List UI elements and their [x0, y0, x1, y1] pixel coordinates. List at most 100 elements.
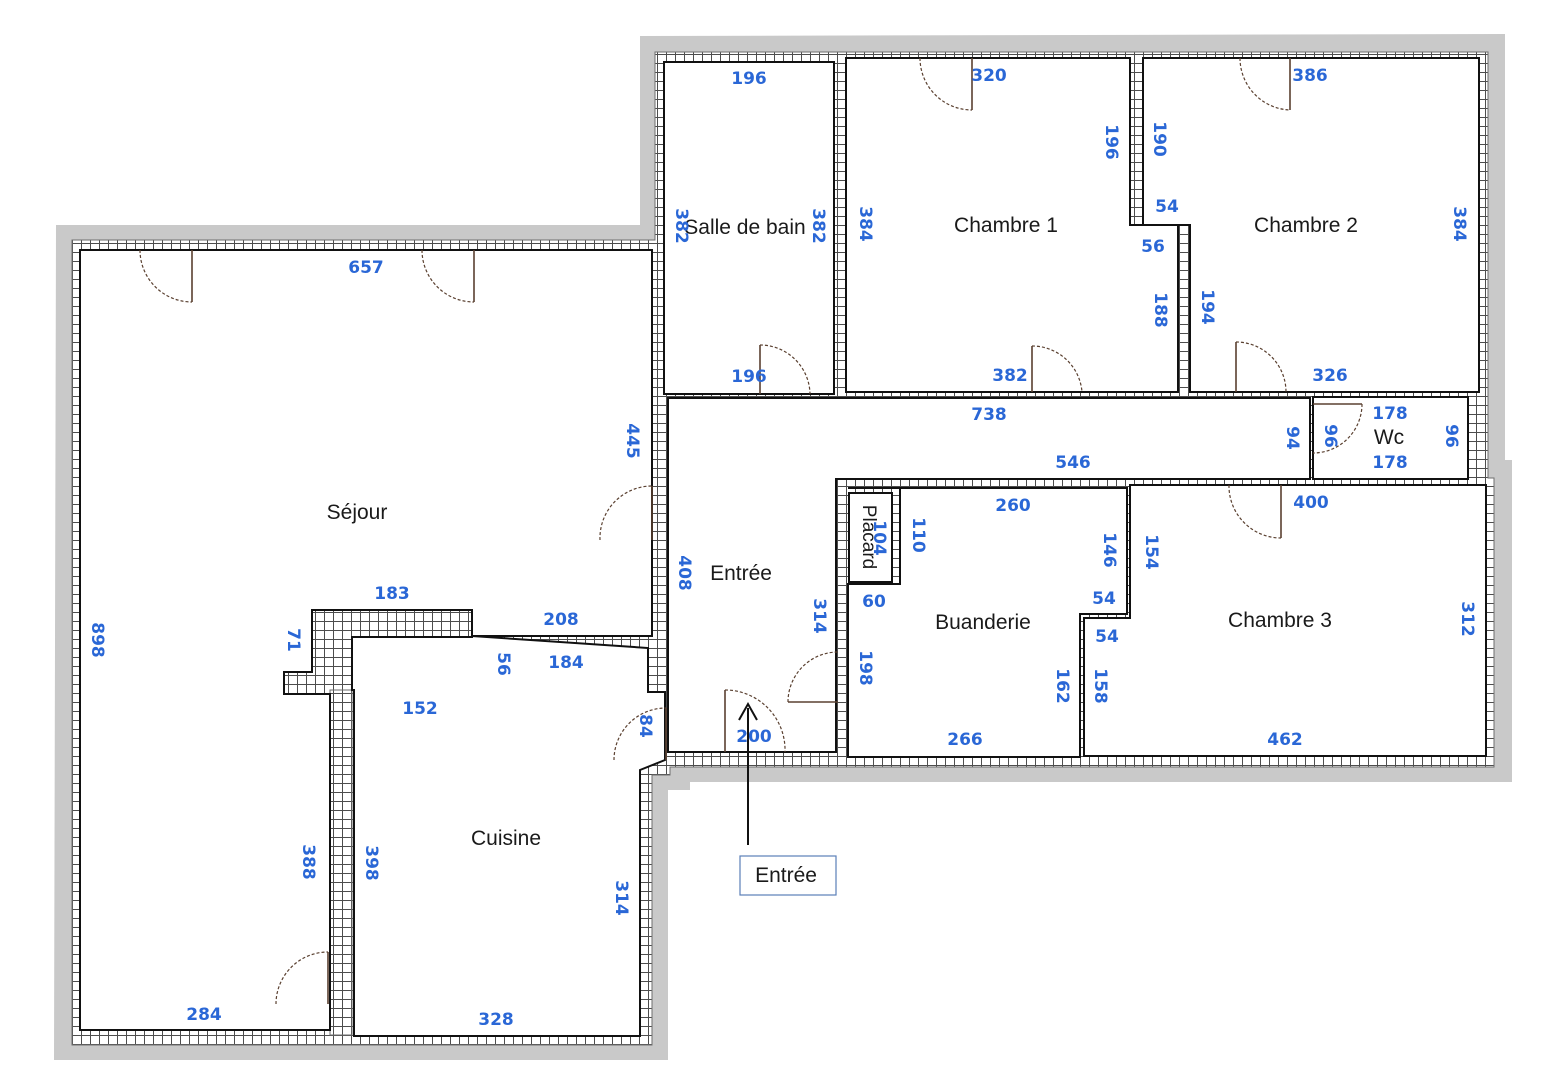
- doors: [139, 57, 1363, 1005]
- label-sejour: Séjour: [327, 501, 388, 524]
- dim-entree-bottom: 200: [736, 727, 772, 747]
- room-labels: Séjour Cuisine Entrée Salle de bain Cham…: [327, 214, 1405, 850]
- room-chambre-3: [1083, 484, 1487, 757]
- dim-buand-right: 162: [1052, 668, 1072, 704]
- door-sejour-1: [139, 249, 193, 303]
- dim-buand-top: 260: [995, 496, 1031, 516]
- room-entree: [667, 397, 1311, 753]
- dim-cuisine-top-a: 56: [493, 652, 513, 676]
- door-buanderie: [787, 651, 839, 703]
- label-chambre-1: Chambre 1: [954, 214, 1058, 237]
- dim-sejour-top: 657: [348, 258, 384, 278]
- dim-ch1-right-top: 196: [1101, 124, 1121, 160]
- label-cuisine: Cuisine: [471, 827, 541, 850]
- dim-ch1-left: 384: [855, 206, 875, 242]
- room-cuisine: [351, 634, 666, 1037]
- label-entree: Entrée: [710, 562, 772, 585]
- room-sejour: [79, 249, 653, 1031]
- label-placard: Placard: [858, 505, 879, 569]
- dim-cuisine-door: 84: [635, 714, 655, 738]
- dim-ch2-left-bottom: 194: [1197, 289, 1217, 325]
- door-salle-de-bain: [759, 344, 811, 395]
- dim-wc-top: 178: [1372, 404, 1408, 424]
- dim-buand-notch-a: 54: [1092, 589, 1116, 609]
- dimension-labels: 657 445 898 284 388 183 71 208 56 184 15…: [87, 66, 1477, 1030]
- dim-wc-right: 96: [1441, 424, 1461, 448]
- dim-cuisine-left: 398: [361, 845, 381, 881]
- dim-buand-left-top: 60: [862, 592, 886, 612]
- door-chambre-1-bottom: [1031, 345, 1083, 393]
- door-chambre-2-top: [1239, 57, 1291, 111]
- door-sejour-bottom: [275, 951, 329, 1005]
- door-entree-front: [724, 689, 786, 753]
- label-wc: Wc: [1374, 426, 1404, 449]
- dim-buand-left: 198: [855, 650, 875, 686]
- entry-box: [739, 855, 837, 896]
- room-buanderie: [847, 487, 1128, 758]
- door-wc: [1312, 403, 1363, 454]
- room-chambre-1: [845, 57, 1179, 393]
- room-chambre-2: [1142, 57, 1480, 393]
- dim-wc-left: 96: [1320, 424, 1340, 448]
- dim-hall-top: 738: [971, 405, 1007, 425]
- room-placard: [848, 492, 893, 583]
- dim-ch2-right: 384: [1449, 206, 1469, 242]
- dim-entree-right: 314: [809, 598, 829, 634]
- label-salle-de-bain: Salle de bain: [684, 216, 805, 239]
- dim-ch3-left: 158: [1090, 668, 1110, 704]
- arrow-up-icon: [738, 701, 758, 845]
- door-cuisine: [613, 707, 667, 761]
- dim-ch3-right: 312: [1457, 601, 1477, 637]
- dim-hall-bottom: 546: [1055, 453, 1091, 473]
- dim-sdb-left: 382: [671, 208, 691, 244]
- room-salle-de-bain: [663, 61, 835, 395]
- room-wc: [1312, 396, 1469, 480]
- dim-entree-left: 408: [674, 555, 694, 591]
- dim-cuisine-right: 314: [611, 880, 631, 916]
- dim-cuisine-top-c: 152: [402, 699, 438, 719]
- dim-sejour-bottom: 284: [186, 1005, 222, 1025]
- dim-sejour-right: 445: [622, 423, 642, 459]
- label-chambre-2: Chambre 2: [1254, 214, 1358, 237]
- dim-cuisine-bottom: 328: [478, 1010, 514, 1030]
- dim-sdb-top: 196: [731, 69, 767, 89]
- entry-marker: Entrée: [738, 701, 837, 896]
- dim-ch1-right-bottom: 188: [1150, 292, 1170, 328]
- door-chambre-2-bottom: [1235, 341, 1287, 393]
- rooms: [79, 57, 1487, 1037]
- dim-wc-bottom: 178: [1372, 453, 1408, 473]
- dim-ch1-bottom: 382: [992, 366, 1028, 386]
- dim-cuisine-top-b: 184: [548, 653, 584, 673]
- dim-bar-top: 183: [374, 584, 410, 604]
- dim-bar-right: 208: [543, 610, 579, 630]
- dim-bar-left: 71: [283, 628, 303, 652]
- dim-placard-a: 104: [869, 520, 889, 556]
- dim-buand-right-top: 146: [1099, 532, 1119, 568]
- dim-sdb-right: 382: [808, 208, 828, 244]
- door-chambre-3: [1228, 484, 1282, 539]
- label-chambre-3: Chambre 3: [1228, 609, 1332, 632]
- door-sejour-entree: [599, 485, 653, 541]
- dim-ch3-bottom: 462: [1267, 730, 1303, 750]
- dim-sejour-inner: 388: [298, 844, 318, 880]
- dim-ch1-top: 320: [971, 66, 1007, 86]
- dim-ch1-notch: 56: [1141, 237, 1165, 257]
- dim-sejour-left: 898: [87, 622, 107, 658]
- dim-buand-notch-b: 54: [1095, 627, 1119, 647]
- dim-buand-bottom: 266: [947, 730, 983, 750]
- dim-ch2-top: 386: [1292, 66, 1328, 86]
- entry-marker-label: Entrée: [755, 864, 817, 887]
- dim-ch3-left-top: 154: [1141, 534, 1161, 570]
- dim-sdb-bottom: 196: [731, 367, 767, 387]
- door-sejour-2: [421, 249, 475, 303]
- dim-ch2-notch: 54: [1155, 197, 1179, 217]
- dim-ch2-bottom: 326: [1312, 366, 1348, 386]
- label-buanderie: Buanderie: [935, 611, 1031, 634]
- dim-ch2-left-top: 190: [1149, 121, 1169, 157]
- door-chambre-1-top: [919, 57, 973, 111]
- dim-hall-end: 94: [1282, 426, 1302, 450]
- dim-ch3-top: 400: [1293, 493, 1329, 513]
- dim-placard-b: 110: [908, 517, 928, 553]
- kitchen-counter: [283, 609, 473, 1036]
